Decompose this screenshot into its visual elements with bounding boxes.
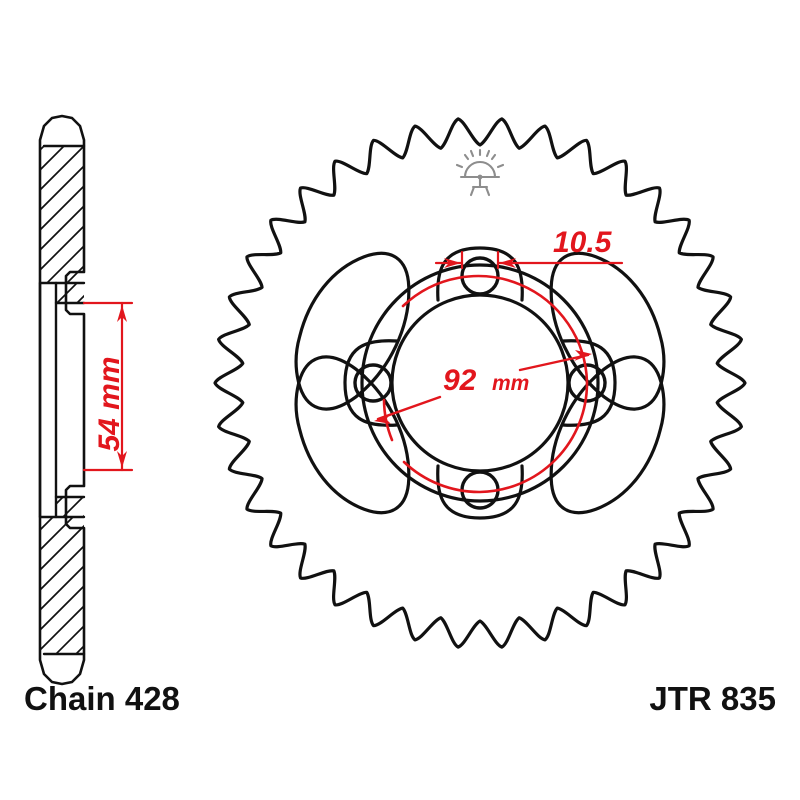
dimension-bolt-circle-92mm: 92 mm bbox=[374, 350, 592, 424]
section-hatching-lower-step bbox=[56, 497, 84, 517]
dimension-thickness-54mm: 54 mm bbox=[82, 301, 134, 472]
arrow-left bbox=[374, 413, 392, 424]
part-number-label: JTR 835 bbox=[649, 680, 776, 717]
chain-label: Chain 428 bbox=[24, 680, 180, 717]
arrow-right bbox=[574, 350, 592, 361]
arrow-up bbox=[117, 305, 127, 322]
sprocket-teeth bbox=[213, 117, 747, 649]
bolt-hole-right bbox=[567, 363, 607, 403]
hole-dimension-number: 10.5 bbox=[553, 226, 613, 259]
section-hatching-lower bbox=[40, 517, 84, 654]
thickness-dimension-number: 54 mm bbox=[93, 356, 126, 451]
arrow-in-right bbox=[499, 258, 516, 268]
sun-burst-icon bbox=[455, 148, 505, 197]
bolt-circle-dimension-number: 92 bbox=[443, 364, 477, 397]
bolt-circle-dimension-unit: mm bbox=[492, 372, 529, 395]
dimension-hole-10-5: 10.5 bbox=[434, 226, 624, 270]
bolt-pad-arms bbox=[343, 246, 617, 520]
bolt-circle-arc bbox=[382, 274, 589, 494]
hub-bore-circle bbox=[390, 293, 570, 473]
arrow-down bbox=[117, 451, 127, 468]
lightening-cutouts bbox=[294, 251, 666, 515]
bolt-holes bbox=[353, 256, 607, 510]
front-face-view bbox=[213, 117, 747, 649]
arrow-in-left bbox=[444, 258, 461, 268]
bolt-hole-left bbox=[353, 363, 393, 403]
section-hatching-upper-step bbox=[56, 283, 84, 303]
side-profile-view bbox=[38, 114, 86, 686]
hub-outer-circle bbox=[360, 263, 600, 503]
section-hatching-upper bbox=[40, 146, 84, 283]
